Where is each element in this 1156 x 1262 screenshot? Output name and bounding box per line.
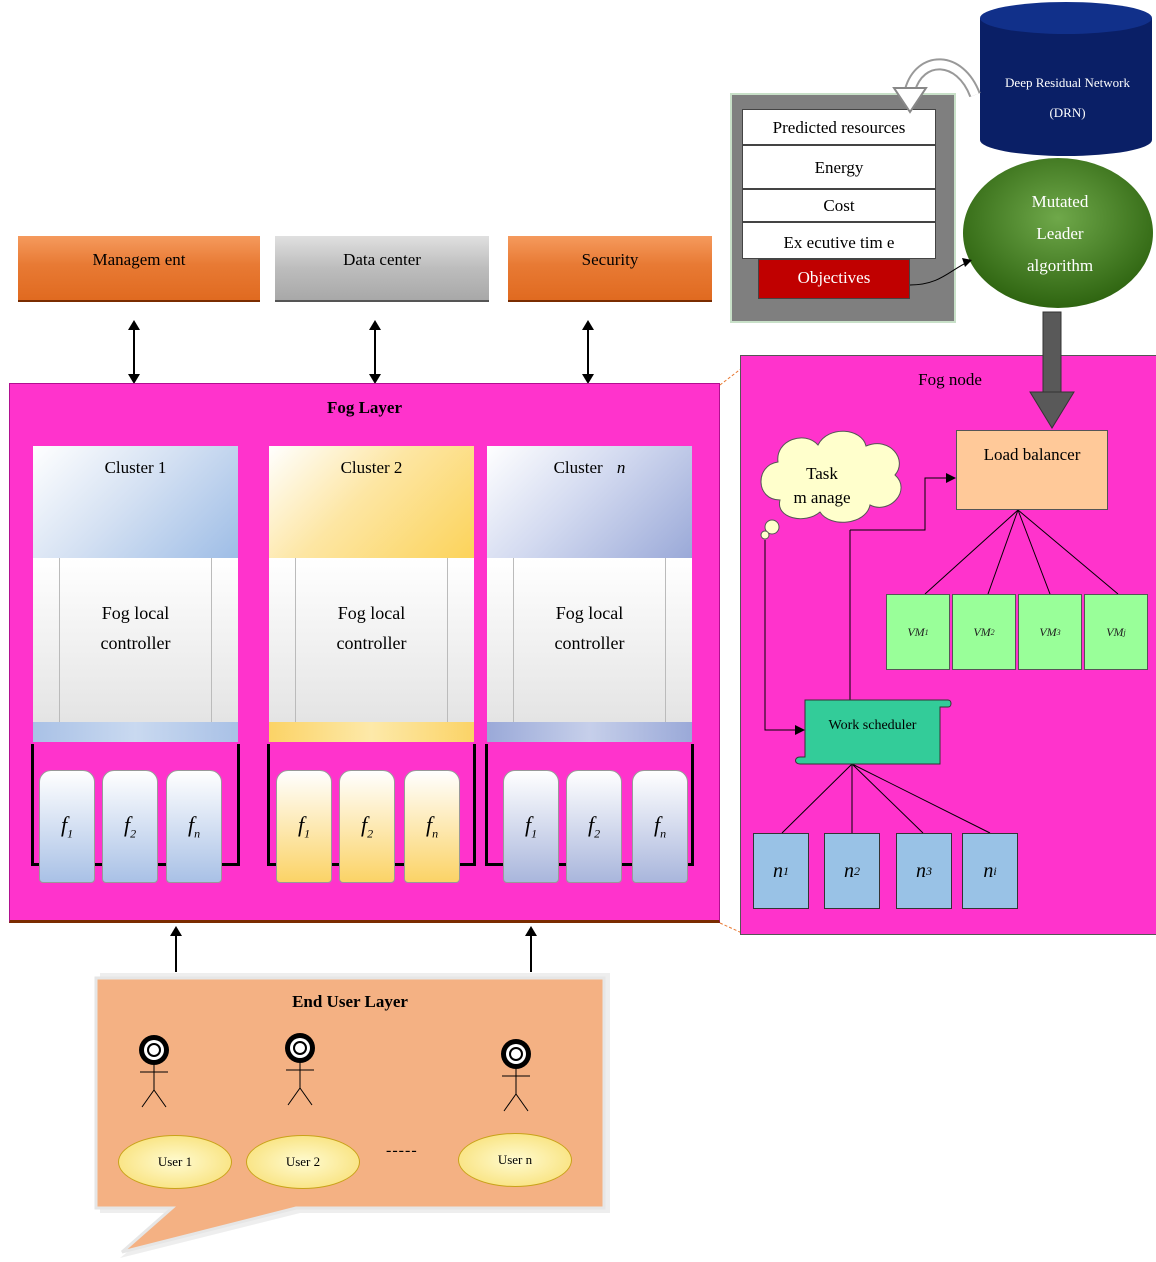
cluster-2-f1: f1 (276, 770, 332, 883)
cluster-2-name: Cluster 2 (340, 458, 403, 477)
user-1-label: User 1 (157, 1154, 193, 1169)
task-manage-label: Task m anage (790, 462, 854, 510)
cluster-n: Cluster n Fog local controller (487, 446, 692, 742)
drn-label-line1: Deep Residual Network (1005, 75, 1130, 90)
mutated-leader-circle (963, 158, 1153, 308)
users-ellipsis: ----- (386, 1142, 418, 1159)
objectives-box: Objectives (758, 259, 910, 299)
end-user-layer-title: End User Layer (292, 992, 408, 1011)
security-label: Security (581, 250, 639, 269)
security-box: Security (508, 236, 712, 302)
executive-time-row: Ex ecutive tim e (742, 222, 936, 259)
cluster-1: Cluster 1 Fog local controller (33, 446, 238, 742)
drn-label: Deep Residual Network (DRN) (985, 68, 1150, 128)
cluster-1-header: Cluster 1 (33, 446, 238, 558)
cluster-2-f2: f2 (339, 770, 395, 883)
data-center-box: Data center (275, 236, 489, 302)
user-n-figure-icon (501, 1039, 531, 1112)
objectives-label: Objectives (797, 268, 871, 287)
cluster-n-controller: Fog local controller (487, 558, 692, 722)
drn-label-line2: (DRN) (1049, 105, 1086, 120)
cluster-1-fn: fn (166, 770, 222, 883)
datacenter-fog-arrow (369, 320, 381, 384)
cluster-1-name: Cluster 1 (104, 458, 167, 477)
mutated-leader-line2: Leader (1036, 224, 1084, 243)
cluster-1-controller: Fog local controller (33, 558, 238, 722)
cluster-2-header: Cluster 2 (269, 446, 474, 558)
cluster-n-f2: f2 (566, 770, 622, 883)
management-label: Managem ent (92, 250, 186, 269)
management-fog-arrow (128, 320, 140, 384)
mutated-leader-line3: algorithm (1026, 256, 1094, 275)
cluster-2-controller-line2: controller (336, 633, 407, 653)
enduser-fog-arrow-1 (170, 926, 182, 972)
user-2-figure-icon (285, 1033, 315, 1106)
cluster-n-controller-line2: controller (554, 633, 625, 653)
user-n-label: User n (497, 1152, 533, 1167)
task-manage-line1: Task (806, 464, 838, 483)
security-fog-arrow (582, 320, 594, 384)
task-manage-line2: m anage (793, 488, 851, 507)
cluster-1-strip (33, 722, 238, 742)
mutated-leader-line1: Mutated (1031, 192, 1089, 211)
work-scheduler-label: Work scheduler (828, 718, 917, 733)
energy-row: Energy (742, 145, 936, 189)
cluster-1-f2: f2 (102, 770, 158, 883)
load-balancer-box: Load balancer (956, 430, 1108, 510)
user-n-ellipse: User n (458, 1133, 572, 1187)
cluster-n-header: Cluster n (487, 446, 692, 558)
cluster-n-f1: f1 (503, 770, 559, 883)
cluster-n-controller-line1: Fog local (555, 603, 624, 623)
end-user-callout (94, 976, 606, 1254)
drn-database-icon (980, 2, 1152, 156)
user-2-ellipse: User 2 (246, 1135, 360, 1189)
fog-layer-title: Fog Layer (326, 398, 403, 417)
zoom-line-bottom (719, 922, 743, 934)
fog-node-title: Fog node (918, 370, 982, 389)
mutated-leader-label: Mutated Leader algorithm (985, 186, 1135, 282)
enduser-fog-arrow-2 (525, 926, 537, 972)
cluster-2-controller-line1: Fog local (337, 603, 406, 623)
cost-row: Cost (742, 189, 936, 222)
cluster-1-controller-line1: Fog local (101, 603, 170, 623)
cluster-n-suffix: n (616, 458, 626, 477)
cluster-2: Cluster 2 Fog local controller (269, 446, 474, 742)
user-2-label: User 2 (285, 1154, 321, 1169)
energy-label: Energy (814, 158, 864, 177)
user-1-ellipse: User 1 (118, 1135, 232, 1189)
cluster-2-controller: Fog local controller (269, 558, 474, 722)
cluster-n-name: Cluster (553, 458, 603, 477)
executive-time-label: Ex ecutive tim e (783, 233, 895, 252)
predicted-resources-label: Predicted resources (772, 118, 906, 137)
predicted-resources-row: Predicted resources (742, 109, 936, 145)
cluster-1-controller-line2: controller (100, 633, 171, 653)
cost-label: Cost (823, 196, 855, 215)
cluster-2-strip (269, 722, 474, 742)
load-balancer-label: Load balancer (983, 445, 1081, 464)
user-1-figure-icon (139, 1035, 169, 1108)
cluster-2-fn: fn (404, 770, 460, 883)
cluster-1-f1: f1 (39, 770, 95, 883)
cluster-n-strip (487, 722, 692, 742)
cluster-n-fn: fn (632, 770, 688, 883)
data-center-label: Data center (343, 250, 421, 269)
management-box: Managem ent (18, 236, 260, 302)
drn-to-panel-curved-arrow (892, 58, 981, 114)
